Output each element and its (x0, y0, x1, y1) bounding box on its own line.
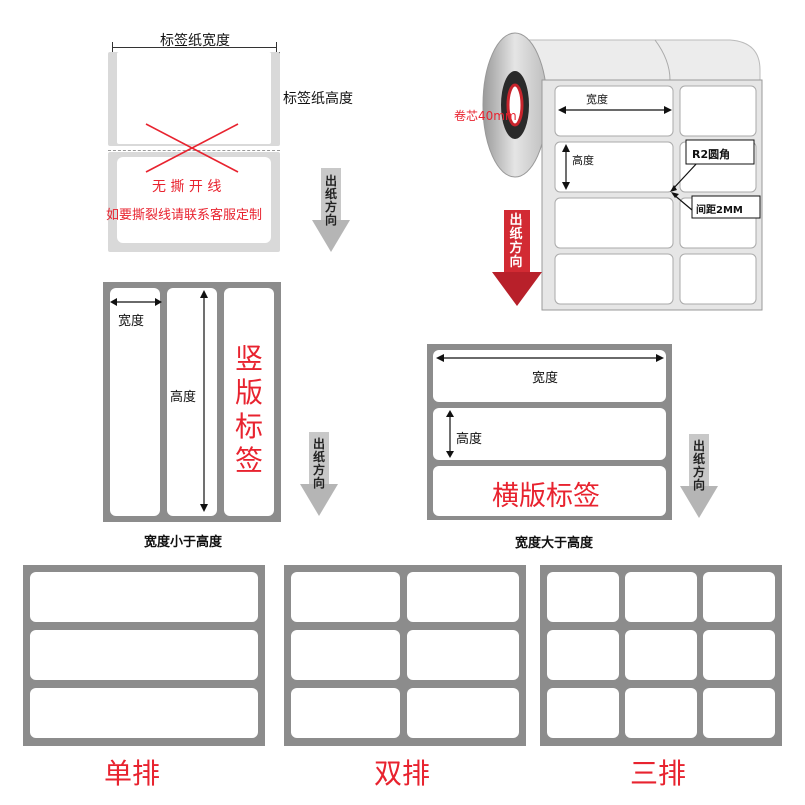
triple-row-label-5 (625, 630, 697, 680)
horizontal-label-3 (433, 466, 666, 516)
double-row-label-5 (291, 688, 400, 738)
horizontal-height-arrow (446, 410, 454, 458)
horizontal-caption: 宽度大于高度 (515, 536, 594, 551)
triple-row-title: 三排 (630, 757, 687, 790)
double-row-label-1 (291, 572, 400, 622)
roll-direction-arrow-icon (492, 210, 542, 306)
vertical-label-1 (110, 288, 160, 516)
horizontal-label-2 (433, 408, 666, 460)
vertical-caption: 宽度小于高度 (144, 535, 223, 550)
triple-row-label-8 (625, 688, 697, 738)
corner-radius-label: R2圆角 (692, 148, 731, 161)
double-row-label-4 (407, 630, 519, 680)
triple-row-label-1 (547, 572, 619, 622)
paper-direction-label: 出纸方向 (324, 174, 337, 227)
single-row-label-3 (30, 688, 258, 738)
double-row-label-2 (407, 572, 519, 622)
vertical-height-arrow (200, 290, 208, 512)
vertical-width-label: 宽度 (118, 314, 145, 329)
core-size-label: 卷芯40mm (454, 109, 517, 123)
label-roll-illustration (482, 32, 763, 311)
horizontal-width-arrow (436, 354, 664, 362)
perforation-line (108, 150, 280, 151)
horizontal-label-1 (433, 350, 666, 402)
vertical-label-3 (224, 288, 274, 516)
triple-row-label-6 (703, 630, 775, 680)
roll-direction-label: 出纸方向 (509, 213, 523, 270)
label-sheet-diagram: 标签纸宽度 标签纸高度 无 撕 开 线 如要撕裂线请联系客服定制 出纸方向 (0, 0, 353, 270)
no-tear-label: 无 撕 开 线 (152, 179, 222, 195)
roll-width-label: 宽度 (586, 93, 608, 106)
horizontal-label-title: 横版标签 (492, 481, 600, 512)
paper-direction-arrow-icon (312, 168, 350, 252)
vertical-direction-label: 出纸方向 (312, 437, 325, 490)
label-sheet-lower (108, 152, 280, 252)
vertical-label-2 (167, 288, 217, 516)
triple-row-label-2 (625, 572, 697, 622)
sheet-height-label: 标签纸高度 (283, 91, 353, 107)
triple-row-label-7 (547, 688, 619, 738)
custom-tear-note: 如要撕裂线请联系客服定制 (106, 208, 263, 223)
single-row-label-1 (30, 572, 258, 622)
double-row-label-6 (407, 688, 519, 738)
label-gap-label: 间距2MM (696, 205, 743, 216)
single-row-title: 单排 (104, 757, 161, 790)
triple-row-label-9 (703, 688, 775, 738)
roll-height-label: 高度 (572, 154, 594, 167)
vertical-label-title: 竖版标签 (234, 342, 263, 477)
horizontal-height-label: 高度 (456, 432, 483, 447)
label-sheet-upper (108, 52, 280, 146)
horizontal-label-diagram: 宽度 高度 横版标签 宽度大于高度 出纸方向 (400, 320, 805, 560)
horizontal-direction-label: 出纸方向 (692, 439, 705, 492)
sheet-width-label: 标签纸宽度 (160, 33, 230, 49)
vertical-label-diagram: 宽度 高度 竖版标签 宽度小于高度 出纸方向 (0, 270, 360, 560)
triple-row-label-3 (703, 572, 775, 622)
triple-row-label-4 (547, 630, 619, 680)
horizontal-direction-arrow-icon (680, 434, 718, 518)
cross-out-icon (145, 123, 239, 173)
label-roll-diagram: 卷芯40mm 宽度 高度 R2圆角 间距2MM 出纸方向 (440, 0, 805, 320)
single-row-label-2 (30, 630, 258, 680)
vertical-height-label: 高度 (170, 390, 197, 405)
vertical-direction-arrow-icon (300, 432, 338, 516)
double-row-label-3 (291, 630, 400, 680)
width-dimension-line (112, 47, 277, 48)
double-row-title: 双排 (374, 757, 431, 790)
horizontal-width-label: 宽度 (532, 371, 559, 386)
vertical-width-arrow (110, 298, 162, 306)
